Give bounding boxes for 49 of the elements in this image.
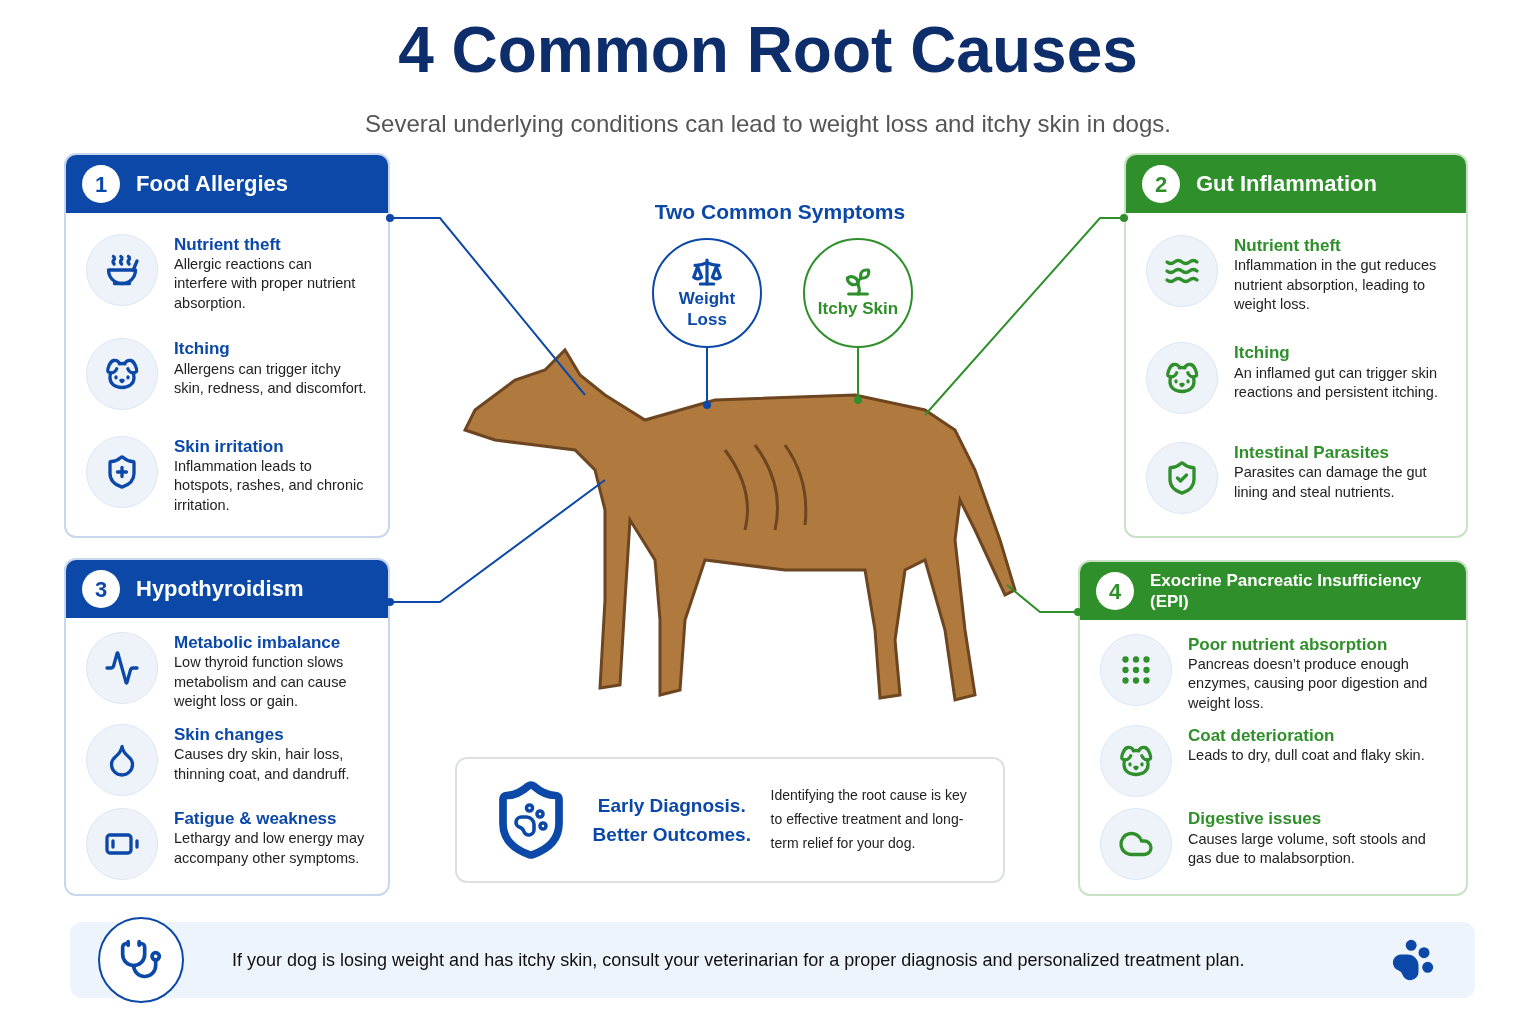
number-badge: 1 [82, 165, 120, 203]
item-description: Inflammation in the gut reduces nutrient absorption, leading to weight loss. [1234, 256, 1438, 315]
item-description: Leads to dry, dull coat and flaky skin. [1188, 746, 1425, 766]
item-description: Causes large volume, soft stools and gas due to malabsorption. [1188, 829, 1427, 869]
item-heading: Skin changes [174, 723, 285, 746]
leader-line [924, 214, 1128, 416]
card-title: Gut Inflammation [1196, 170, 1377, 198]
item-description: Parasites can damage the gut lining and steal nutrients. [1234, 463, 1428, 502]
item-description: Lethargy and low energy may accompany other symptoms. [174, 829, 366, 868]
item-description: Low thyroid function slows metabolism and can cause weight loss or gain. [174, 653, 348, 712]
leader-line [386, 214, 586, 396]
item-description: An inflamed gut can trigger skin reactions and persistent itching. [1234, 363, 1439, 403]
item-heading: Itching [1234, 342, 1291, 364]
card-title: Hypothyroidism [136, 575, 304, 603]
item-description: Allergens can trigger itchy skin, redness, and discomfort. [174, 359, 368, 399]
item-heading: Coat deterioration [1188, 724, 1336, 747]
title: 4 Common Root Causes [397, 18, 1139, 82]
item-heading: Metabolic imbalance [174, 632, 342, 654]
card-title: Exocrine Pancreatic Insufficiency (EPI) [1150, 569, 1423, 613]
subtitle: Several underlying conditions can lead to weight loss and itchy skin in dogs. [364, 109, 1172, 139]
symptom-label: Weight Loss [677, 287, 737, 331]
card-title: Food Allergies [136, 170, 288, 198]
item-heading: Nutrient theft [174, 233, 282, 255]
item-heading: Intestinal Parasites [1234, 442, 1390, 464]
number-badge: 2 [1142, 165, 1180, 203]
item-heading: Digestive issues [1188, 808, 1323, 830]
number-badge: 3 [82, 570, 120, 608]
item-heading: Nutrient theft [1234, 234, 1342, 257]
item-description: Inflammation leads to hotspots, rashes, and chronic irritation. [174, 456, 365, 515]
section-heading: Two Common Symptoms [653, 199, 907, 225]
item-heading: Itching [174, 338, 231, 360]
item-heading: Fatigue & weakness [174, 807, 338, 830]
advice-text: If your dog is losing weight and has itchy skin, consult your veterinarian for a proper diagnosis and personalized treatment plan. [232, 948, 1246, 972]
item-description: Causes dry skin, hair loss, thinning coat, and dandruff. [174, 745, 351, 784]
cause-card [64, 153, 390, 538]
symptom-label: Itchy Skin [816, 298, 900, 320]
info-box [455, 757, 1005, 883]
item-description: Allergic reactions can interfere with proper nutrient absorption. [174, 254, 357, 313]
leader-line [854, 347, 862, 404]
cause-card [1078, 560, 1468, 896]
item-heading: Skin irritation [174, 435, 285, 457]
number-badge: 4 [1096, 572, 1134, 610]
item-heading: Poor nutrient absorption [1188, 633, 1389, 655]
box-description: Identifying the root cause is key to effective treatment and long-term relief for your dog. [770, 786, 968, 853]
cause-card [64, 558, 390, 896]
leader-line [703, 347, 711, 409]
box-heading: Early Diagnosis. Better Outcomes. [591, 793, 752, 847]
item-description: Pancreas doesn’t produce enough enzymes, causing poor digestion and weight loss. [1188, 654, 1429, 714]
cause-card [1124, 153, 1468, 538]
